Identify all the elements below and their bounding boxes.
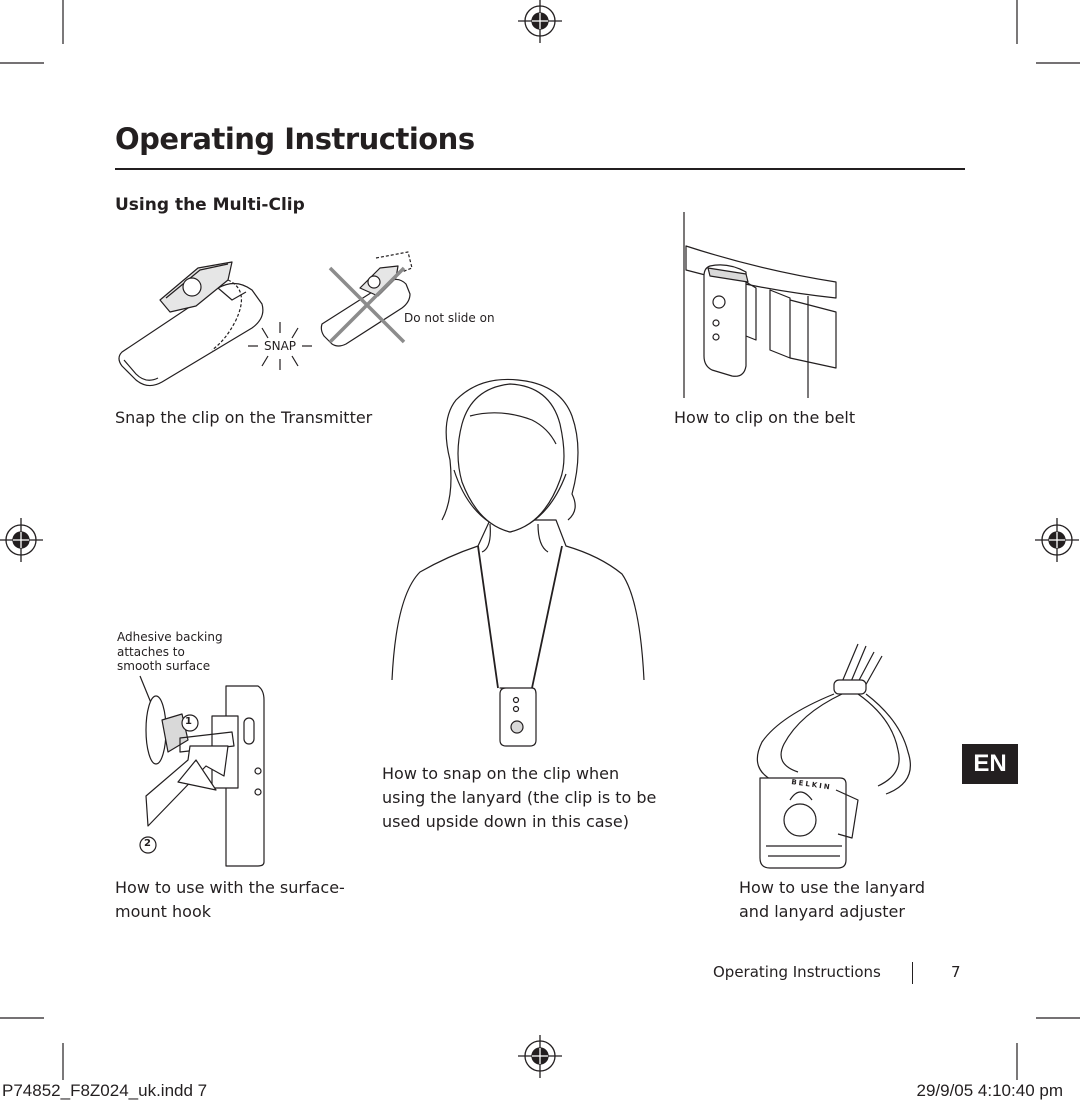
registration-mark-right [1035, 518, 1079, 562]
section-title: Using the Multi-Clip [115, 195, 305, 215]
slug-filename: P74852_F8Z024_uk.indd 7 [2, 1081, 208, 1100]
surface-caption-line-1: How to use with the surface- [115, 878, 345, 897]
surface-caption-line-2: mount hook [115, 902, 211, 921]
lanyard-adjuster-caption-line-2: and lanyard adjuster [739, 902, 905, 921]
footer-page-number: 7 [951, 963, 961, 981]
registration-mark-left [0, 518, 43, 562]
person-lanyard-illustration [391, 378, 645, 747]
crop-marks [0, 0, 1080, 1080]
surface-caption: How to use with the surface- mount hook [115, 876, 345, 924]
lanyard-snap-caption: How to snap on the clip when using the l… [382, 762, 656, 834]
lanyard-snap-caption-line-1: How to snap on the clip when [382, 764, 620, 783]
do-not-slide-illustration [320, 251, 413, 347]
step-2-number: 2 [144, 838, 151, 849]
belt-clip-illustration [683, 212, 837, 398]
footer-separator [912, 962, 913, 984]
surface-mount-illustration [139, 675, 265, 867]
registration-mark-bottom [518, 1035, 562, 1078]
snap-label: SNAP [264, 339, 297, 353]
belt-caption: How to clip on the belt [674, 408, 856, 427]
lanyard-adjuster-caption: How to use the lanyard and lanyard adjus… [739, 876, 925, 924]
snap-caption: Snap the clip on the Transmitter [115, 408, 373, 427]
lanyard-adjuster-illustration [756, 643, 911, 869]
registration-mark-top [518, 0, 562, 43]
adhesive-note-line-3: smooth surface [117, 659, 211, 673]
adhesive-note-line-2: attaches to [117, 644, 185, 659]
lanyard-snap-caption-line-2: using the lanyard (the clip is to be [382, 788, 657, 807]
step-1-number: 1 [185, 716, 192, 727]
lanyard-adjuster-caption-line-1: How to use the lanyard [739, 878, 926, 897]
adhesive-note-line-1: Adhesive backing [117, 630, 223, 644]
title-rule [115, 168, 965, 170]
adhesive-note: Adhesive backing attaches to smooth surf… [117, 630, 223, 674]
page-title: Operating Instructions [115, 122, 475, 156]
do-not-slide-label: Do not slide on [404, 311, 495, 325]
transmitter-snap-illustration [118, 261, 312, 387]
slug-timestamp: 29/9/05 4:10:40 pm [916, 1081, 1063, 1100]
footer-section-name: Operating Instructions [713, 963, 881, 981]
lanyard-snap-caption-line-3: used upside down in this case) [382, 812, 629, 831]
language-tab-en: EN [962, 744, 1018, 784]
